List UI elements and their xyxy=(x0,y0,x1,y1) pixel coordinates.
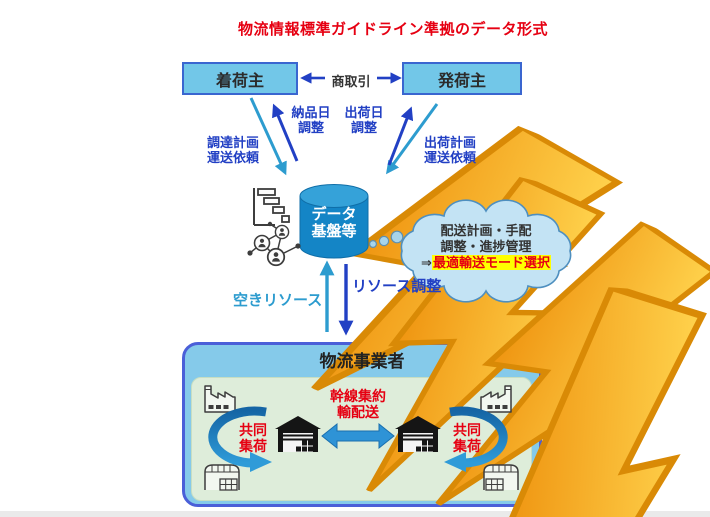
trunk-transport-arrow xyxy=(321,422,395,450)
cloud-text: 配送計画・手配 調整・進捗管理 ⇒最適輸送モード選択 xyxy=(402,223,570,271)
thought-cloud-icon xyxy=(369,199,572,303)
circular-arrow-icon xyxy=(444,406,508,472)
database-label-line1: データ xyxy=(311,206,357,223)
trunk-line1: 幹線集約 xyxy=(330,388,386,404)
delivery-date-line2: 調整 xyxy=(297,120,324,135)
consignee-box: 着荷主 xyxy=(182,62,298,95)
warehouse-icon xyxy=(275,416,321,452)
depot-shed-icon xyxy=(483,464,519,491)
logistics-provider-title: 物流事業者 xyxy=(319,352,405,371)
joint-line2: 集荷 xyxy=(453,438,481,454)
commerce-label: 商取引 xyxy=(331,74,371,89)
shipping-plan-request-arrow xyxy=(386,103,439,175)
database-label-line2: 基盤等 xyxy=(311,223,357,240)
free-resource-label: 空きリソース xyxy=(233,292,323,309)
database-label: データ 基盤等 xyxy=(301,206,367,240)
delivery-date-label: 納品日 調整 xyxy=(284,105,338,135)
joint-line1: 共同 xyxy=(239,422,267,438)
resource-adjust-label: リソース調整 xyxy=(352,278,442,295)
procurement-plan-label: 調達計画 運送依頼 xyxy=(199,135,267,165)
gantt-chart-icon xyxy=(253,188,290,226)
cloud-line1: 配送計画・手配 xyxy=(440,223,532,238)
delivery-date-adjust-arrow xyxy=(272,103,299,162)
circular-arrow-icon xyxy=(208,406,272,472)
ship-date-adjust-arrow xyxy=(387,106,414,166)
page-bottom-strip xyxy=(0,511,710,517)
shipper-box: 発荷主 xyxy=(402,62,522,95)
cloud-highlight: 最適輸送モード選択 xyxy=(431,255,551,270)
ship-date-line2: 調整 xyxy=(350,120,377,135)
shipping-plan-line2: 運送依頼 xyxy=(423,150,476,165)
cloud-line2: 調整・進捗管理 xyxy=(440,239,532,254)
trunk-line2: 輸配送 xyxy=(337,404,379,420)
joint-line2: 集荷 xyxy=(239,438,267,454)
joint-pickup-label-left: 共同 集荷 xyxy=(229,422,277,454)
factory-icon xyxy=(480,385,512,413)
joint-line1: 共同 xyxy=(453,422,481,438)
cloud-arrow-glyph: ⇒ xyxy=(421,255,432,270)
shipping-plan-line1: 出荷計画 xyxy=(423,135,476,150)
trunk-transport-label: 幹線集約 輸配送 xyxy=(318,388,398,420)
people-network-icon xyxy=(247,221,301,267)
joint-pickup-label-right: 共同 集荷 xyxy=(443,422,491,454)
delivery-date-line1: 納品日 xyxy=(291,105,331,120)
factory-icon xyxy=(204,385,236,413)
cloud-line3: ⇒最適輸送モード選択 xyxy=(402,255,570,271)
ship-date-line1: 出荷日 xyxy=(344,105,384,120)
shipping-plan-label: 出荷計画 運送依頼 xyxy=(416,135,484,165)
procurement-line2: 運送依頼 xyxy=(206,150,259,165)
depot-shed-icon xyxy=(204,464,240,491)
ship-date-label: 出荷日 調整 xyxy=(337,105,391,135)
diagram-title: 物流情報標準ガイドライン準拠のデータ形式 xyxy=(238,21,549,38)
procurement-request-arrow xyxy=(249,97,287,176)
procurement-line1: 調達計画 xyxy=(206,135,259,150)
database-cylinder-icon xyxy=(299,184,369,259)
